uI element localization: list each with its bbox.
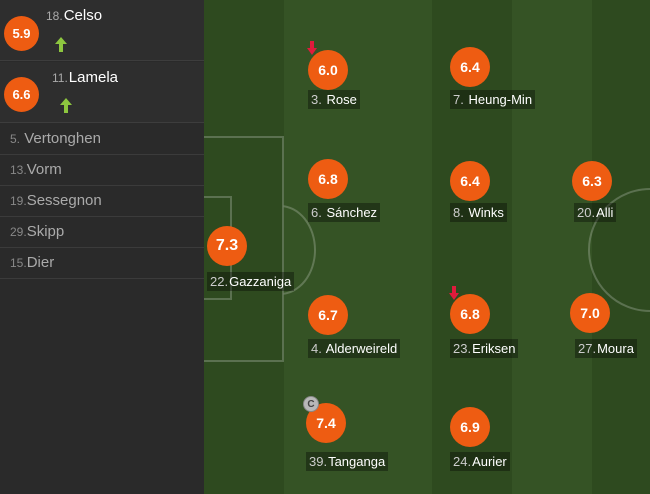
rating-badge: 6.8	[450, 294, 490, 334]
rating-badge: 6.8	[308, 159, 348, 199]
player-number: 23.	[453, 341, 472, 356]
player-aurier[interactable]: 6.9 24.Aurier	[448, 407, 568, 494]
player-name: Vorm	[26, 161, 62, 178]
rating-badge: 7.0	[570, 293, 610, 333]
sub-player-name: 18.Celso	[46, 7, 102, 24]
rating-badge: 6.4	[450, 47, 490, 87]
player-number: 13.	[10, 163, 27, 177]
player-name: Celso	[63, 7, 103, 24]
rating-badge: 6.7	[308, 295, 348, 335]
player-label: 23.Eriksen	[450, 339, 519, 358]
rating-badge: 7.3	[207, 226, 247, 266]
player-label: 24.Aurier	[450, 452, 510, 471]
player-label: 6. Sánchez	[308, 203, 381, 222]
player-alli[interactable]: 6.3 20.Alli	[572, 161, 650, 261]
player-name: Alderweireld	[325, 341, 398, 356]
bench-item[interactable]: 19.Sessegnon	[0, 186, 204, 217]
up-arrow-icon	[60, 98, 72, 113]
player-name: Heung-Min	[468, 92, 533, 107]
player-name: Dier	[26, 254, 55, 271]
player-name: Tanganga	[328, 454, 386, 469]
player-heung-min[interactable]: 6.4 7. Heung-Min	[448, 47, 568, 147]
rating-badge: 5.9	[4, 16, 39, 51]
sub-item-lamela[interactable]: 6.6 11.Lamela	[0, 62, 204, 123]
player-label: 3. Rose	[308, 90, 360, 109]
player-label: 22.Gazzaniga	[207, 272, 295, 291]
sub-player-name: 11.Lamela	[52, 69, 118, 86]
player-number: 20.	[577, 205, 596, 220]
pitch-stripe	[512, 0, 592, 494]
rating-badge: 6.3	[572, 161, 612, 201]
player-number: 22.	[210, 274, 229, 289]
player-name: Rose	[326, 92, 357, 107]
player-gazzaniga[interactable]: 7.3 22.Gazzaniga	[204, 226, 324, 326]
rating-badge: 6.4	[450, 161, 490, 201]
player-number: 24.	[453, 454, 472, 469]
bench-item[interactable]: 13.Vorm	[0, 155, 204, 186]
player-number: 4.	[311, 341, 322, 356]
player-number: 15.	[10, 256, 27, 270]
player-label: 20.Alli	[574, 203, 617, 222]
player-label: 27.Moura	[575, 339, 637, 358]
down-arrow-icon	[449, 286, 459, 300]
player-name: Sessegnon	[26, 192, 102, 209]
player-name: Winks	[468, 205, 504, 220]
player-number: 18.	[46, 9, 63, 23]
player-rose[interactable]: 6.0 3. Rose	[304, 40, 424, 140]
up-arrow-icon	[55, 37, 67, 52]
player-name: Skipp	[26, 223, 65, 240]
bench-item[interactable]: 5. Vertonghen	[0, 124, 204, 155]
bench-item[interactable]: 15.Dier	[0, 248, 204, 279]
player-number: 8.	[453, 205, 464, 220]
player-number: 7.	[453, 92, 464, 107]
pitch: 7.3 22.Gazzaniga 6.0 3. Rose 6.4 7. Heun…	[204, 0, 650, 494]
player-moura[interactable]: 7.0 27.Moura	[570, 293, 650, 393]
player-number: 27.	[578, 341, 597, 356]
player-name: Sánchez	[326, 205, 378, 220]
player-label: 8. Winks	[450, 203, 507, 222]
player-tanganga[interactable]: 7.4 C 39.Tanganga	[301, 396, 421, 494]
player-number: 11.	[52, 71, 68, 85]
player-label: 7. Heung-Min	[450, 90, 536, 109]
penalty-box	[204, 136, 284, 362]
player-name: Gazzaniga	[229, 274, 292, 289]
player-sanchez[interactable]: 6.8 6. Sánchez	[304, 159, 424, 259]
player-number: 29.	[10, 225, 27, 239]
bench-item[interactable]: 29.Skipp	[0, 217, 204, 248]
substitutes-panel: 5.9 18.Celso 6.6 11.Lamela 5. Vertonghen…	[0, 0, 204, 494]
rating-badge: 6.6	[4, 77, 39, 112]
player-name: Vertonghen	[24, 130, 101, 147]
player-number: 6.	[311, 205, 322, 220]
player-number: 39.	[309, 454, 328, 469]
player-name: Alli	[596, 205, 614, 220]
rating-badge: 6.9	[450, 407, 490, 447]
player-name: Moura	[597, 341, 634, 356]
player-alderweireld[interactable]: 6.7 4. Alderweireld	[304, 295, 424, 395]
player-eriksen[interactable]: 6.8 23.Eriksen	[448, 285, 568, 385]
player-label: 4. Alderweireld	[308, 339, 401, 358]
down-arrow-icon	[307, 41, 317, 55]
player-name: Aurier	[472, 454, 507, 469]
player-number: 5.	[10, 132, 21, 146]
player-name: Eriksen	[472, 341, 516, 356]
player-name: Lamela	[68, 69, 118, 86]
player-winks[interactable]: 6.4 8. Winks	[448, 161, 568, 261]
player-label: 39.Tanganga	[306, 452, 389, 471]
player-number: 19.	[10, 194, 27, 208]
player-number: 3.	[311, 92, 322, 107]
captain-badge: C	[303, 396, 319, 412]
rating-badge: 6.0	[308, 50, 348, 90]
sub-item-celso[interactable]: 5.9 18.Celso	[0, 0, 204, 61]
